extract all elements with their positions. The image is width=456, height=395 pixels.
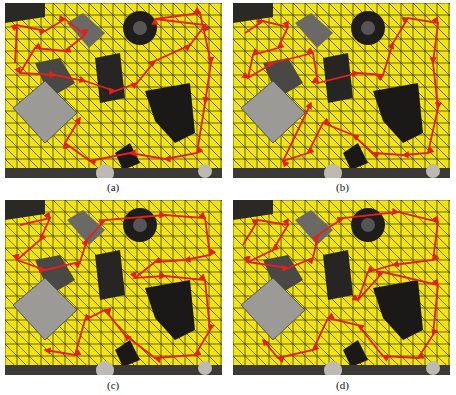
- coverage-path: [17, 215, 210, 358]
- panel-label: (a): [106, 181, 120, 193]
- map-panel: [5, 3, 222, 182]
- map-panel: [233, 200, 450, 379]
- panel-label: (d): [335, 379, 350, 391]
- coverage-path: [245, 18, 438, 161]
- coverage-path: [15, 13, 211, 161]
- map-panel: [5, 200, 222, 379]
- coverage-path: [243, 212, 438, 358]
- panel-label: (b): [335, 181, 350, 193]
- panel-label: (c): [106, 379, 120, 391]
- map-panel: [233, 3, 450, 182]
